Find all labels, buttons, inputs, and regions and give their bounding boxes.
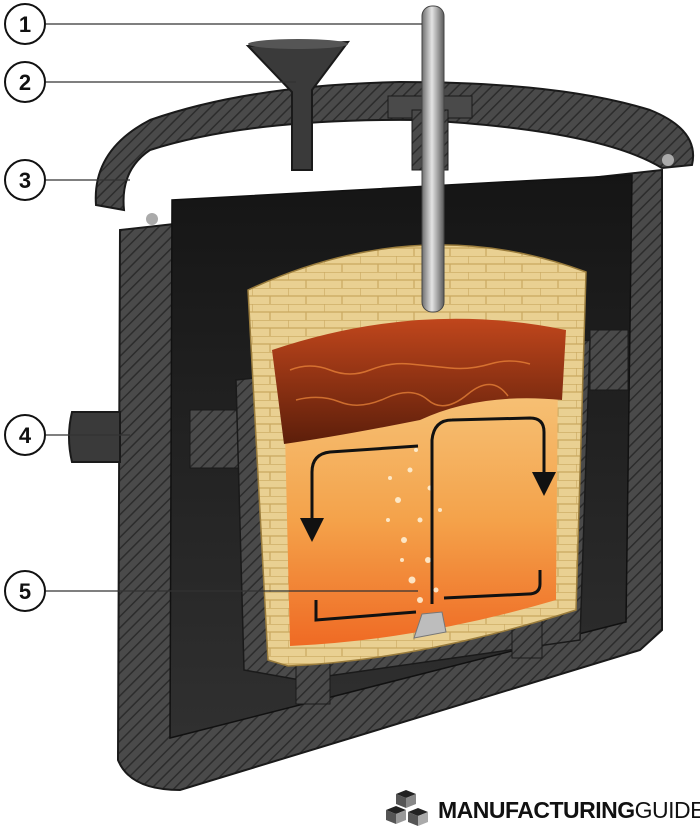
- callout-5: 5: [4, 570, 46, 612]
- stirring-rod: [421, 5, 445, 313]
- svg-text:4: 4: [19, 423, 32, 448]
- svg-text:3: 3: [19, 168, 31, 193]
- flow-arrow-right-return: [443, 570, 542, 600]
- callout-4: 4: [4, 414, 46, 456]
- cube-logo-icon: [386, 790, 428, 826]
- flow-arrow-right-loop: [430, 416, 556, 604]
- support-leg-left: [295, 659, 331, 705]
- funnel: [245, 40, 351, 171]
- flow-arrow-left-return: [314, 600, 417, 622]
- slag-layer: [272, 318, 566, 444]
- callout-1: 1: [4, 3, 46, 45]
- svg-text:1: 1: [19, 12, 31, 37]
- lid-bolt-right: [662, 154, 674, 166]
- bottom-nozzle: [413, 611, 447, 639]
- side-flange-right: [589, 329, 629, 391]
- svg-text:2: 2: [19, 70, 31, 95]
- svg-text:5: 5: [19, 579, 31, 604]
- brand-name-light: GUIDE: [634, 796, 700, 823]
- brand-name-strong: MANUFACTURING: [438, 796, 635, 823]
- lid-bolt-left: [146, 213, 158, 225]
- callout-2: 2: [4, 61, 46, 103]
- callout-3: 3: [4, 159, 46, 201]
- funnel-rim: [248, 39, 348, 49]
- molten-bath: [284, 367, 558, 646]
- side-port: [68, 411, 121, 463]
- flow-arrow-left-loop: [300, 444, 419, 542]
- outer-lid: [94, 80, 695, 212]
- slag-texture: [289, 360, 531, 407]
